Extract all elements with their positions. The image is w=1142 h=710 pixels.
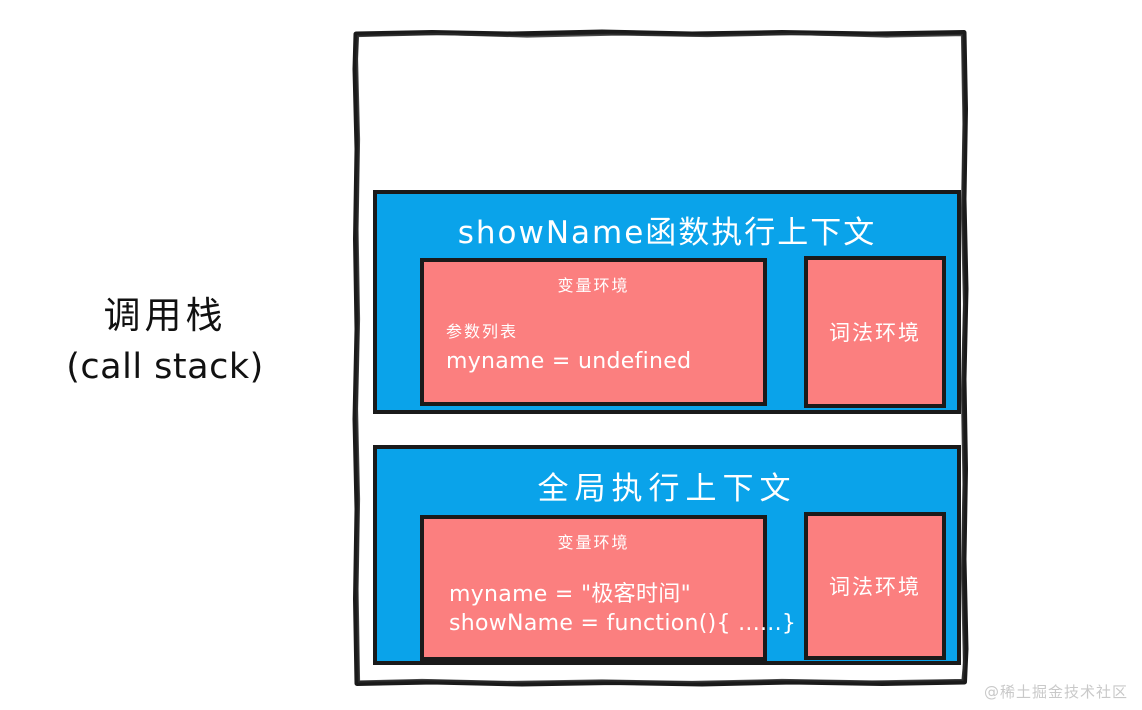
- global-execution-context-box: 全局执行上下文 变量环境 myname = "极客时间" showName = …: [373, 445, 961, 665]
- function-execution-context-title: showName函数执行上下文: [457, 215, 877, 251]
- global-var-env-line-0: myname = "极客时间": [449, 582, 691, 607]
- call-stack-frame: [352, 29, 974, 687]
- function-variable-environment-lines: 参数列表 myname = undefined: [446, 318, 757, 377]
- call-stack-label-chinese: 调用栈: [103, 294, 227, 337]
- stack-frame-outline-texture: [355, 32, 966, 684]
- function-lexical-environment-box: 词法环境: [804, 256, 946, 408]
- function-lexical-environment-label: 词法环境: [829, 321, 921, 345]
- stack-frame-outline: [352, 29, 969, 687]
- function-execution-context-box: showName函数执行上下文 变量环境 参数列表 myname = undef…: [373, 190, 961, 414]
- global-lexical-environment-label: 词法环境: [829, 575, 921, 599]
- function-var-env-line-0: 参数列表: [446, 322, 519, 341]
- global-execution-context-title: 全局执行上下文: [537, 471, 797, 507]
- function-variable-environment-heading: 变量环境: [557, 276, 630, 295]
- global-variable-environment-box: 变量环境 myname = "极客时间" showName = function…: [420, 515, 797, 661]
- global-variable-environment-lines: myname = "极客时间" showName = function(){ .…: [449, 581, 797, 638]
- global-variable-environment-heading: 变量环境: [557, 533, 630, 552]
- call-stack-label: 调用栈 (call stack): [0, 292, 330, 390]
- function-variable-environment-box: 变量环境 参数列表 myname = undefined: [420, 258, 767, 406]
- watermark: @稀土掘金技术社区: [983, 683, 1128, 701]
- call-stack-label-english: (call stack): [66, 347, 264, 388]
- function-var-env-line-1: myname = undefined: [446, 349, 692, 374]
- global-lexical-environment-box: 词法环境: [804, 512, 946, 660]
- global-var-env-line-1: showName = function(){ ......}: [449, 610, 797, 636]
